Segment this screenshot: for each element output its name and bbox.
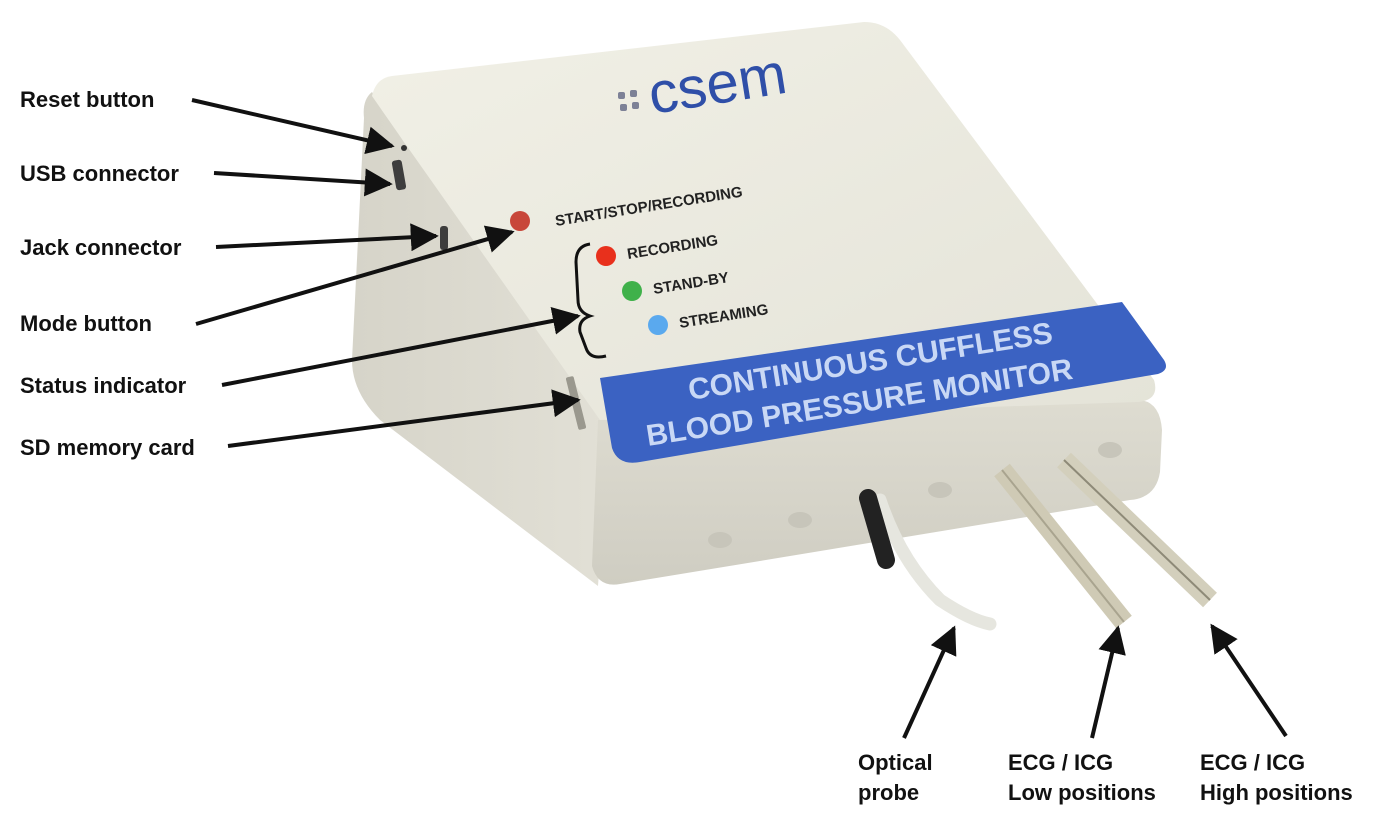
arrow-ecg-low	[1090, 625, 1126, 739]
start-stop-button-led	[510, 211, 530, 231]
optical-cable	[873, 493, 997, 631]
arrow-jack	[215, 223, 439, 252]
callout-ecg-low-line-1: ECG / ICG	[1008, 750, 1114, 775]
arrow-reset	[191, 98, 395, 154]
arrow-status	[221, 307, 581, 387]
usb-port	[391, 159, 407, 191]
arrow-optical	[902, 625, 957, 739]
status-led-recording-icon	[596, 246, 616, 266]
callout-optical: Optical probe	[858, 748, 933, 808]
callout-mode: Mode button	[20, 311, 152, 336]
cables	[859, 452, 1217, 631]
callout-jack: Jack connector	[20, 235, 182, 260]
logo-dots-icon	[618, 90, 639, 111]
case-front-face	[592, 400, 1162, 585]
arrow-mode	[195, 225, 515, 326]
callout-ecg-low: ECG / ICG Low positions	[1008, 748, 1156, 808]
callout-optical-line-2: probe	[858, 780, 920, 805]
banner-plate	[600, 302, 1166, 463]
callout-ecg-high-line-2: High positions	[1200, 780, 1353, 805]
front-bump	[928, 482, 952, 498]
status-brace	[574, 242, 607, 359]
callout-ecg-high: ECG / ICG High positions	[1200, 748, 1353, 808]
status-led-streaming-icon	[648, 315, 668, 335]
optical-cable-sleeve	[859, 489, 895, 569]
callout-sd: SD memory card	[20, 435, 195, 460]
callout-ecg-high-line-1: ECG / ICG	[1200, 750, 1306, 775]
ecg-low-cable-line	[1001, 469, 1125, 623]
arrow-ecg-high	[1210, 623, 1288, 738]
arrow-usb	[213, 168, 393, 197]
case-left-face	[352, 92, 610, 586]
ecg-high-cable-line	[1063, 459, 1211, 601]
callout-status: Status indicator	[20, 373, 187, 398]
callout-reset: Reset button	[20, 87, 155, 112]
reset-hole	[401, 145, 407, 151]
jack-port	[440, 226, 448, 250]
callout-arrows	[191, 98, 1288, 739]
status-led-stand-by-icon	[622, 281, 642, 301]
callout-ecg-low-line-2: Low positions	[1008, 780, 1156, 805]
callout-optical-line-1: Optical	[858, 750, 933, 775]
front-bump	[708, 532, 732, 548]
callout-usb: USB connector	[20, 161, 179, 186]
arrow-sd	[227, 389, 581, 448]
front-bump	[788, 512, 812, 528]
front-bump	[1098, 442, 1122, 458]
